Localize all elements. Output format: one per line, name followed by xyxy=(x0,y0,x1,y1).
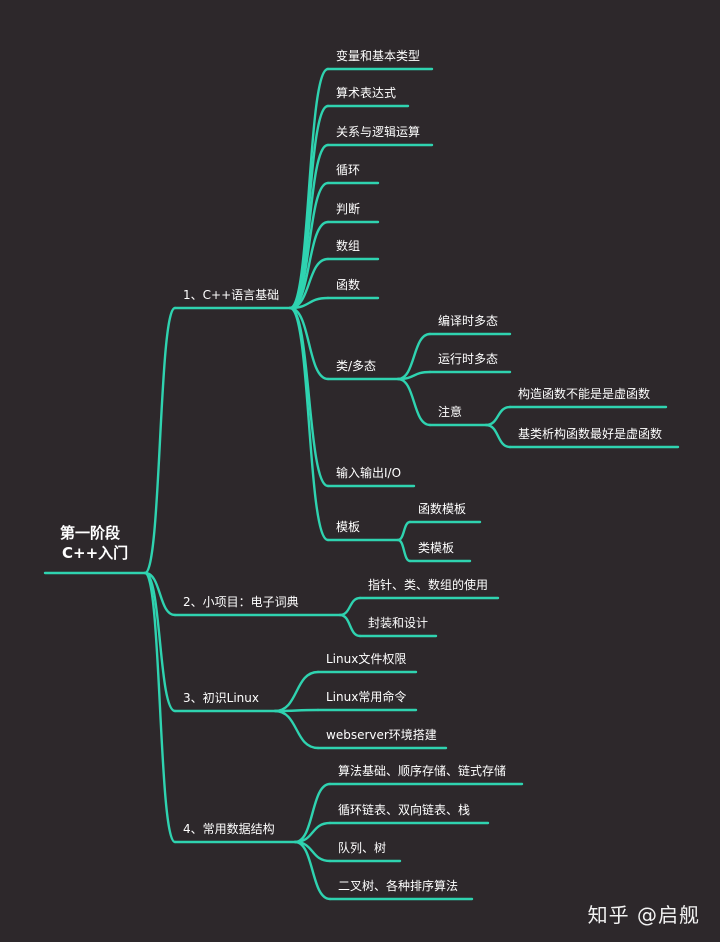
branch-1-10-connector xyxy=(288,306,330,542)
branch-2-2-label: 封装和设计 xyxy=(368,616,428,630)
watermark: 知乎 @启舰 xyxy=(587,903,700,927)
branch-1-8-label: 类/多态 xyxy=(336,359,376,373)
branch-4-2-label: 循环链表、双向链表、栈 xyxy=(338,802,470,817)
branch-1-8-3-2-connector xyxy=(484,423,512,449)
branch-2-label: 2、小项目：电子词典 xyxy=(183,595,299,609)
branch-1-3-label: 关系与逻辑运算 xyxy=(336,124,420,139)
branch-3-1-connector xyxy=(273,670,320,713)
branch-1-connector xyxy=(143,306,177,575)
branch-4-1-label: 算法基础、顺序存储、链式存储 xyxy=(338,763,506,778)
branch-4-4-label: 二叉树、各种排序算法 xyxy=(338,878,458,893)
branch-1-8-3-2-label: 基类析构函数最好是虚函数 xyxy=(518,426,662,441)
branch-4-connector xyxy=(143,571,177,844)
branch-1-8-connector xyxy=(288,306,330,381)
branch-1-5-label: 判断 xyxy=(336,201,360,216)
branch-3-3-connector xyxy=(273,709,320,750)
branch-1-10-1-connector xyxy=(396,520,412,542)
branch-2-1-label: 指针、类、数组的使用 xyxy=(368,577,488,592)
branch-1-2-connector xyxy=(288,104,330,310)
branch-1-8-3-1-label: 构造函数不能是是虚函数 xyxy=(518,386,650,401)
branch-3-label: 3、初识Linux xyxy=(183,691,259,705)
branch-4-4-connector xyxy=(293,840,332,901)
branch-1-7-connector xyxy=(288,296,330,310)
branch-1-6-label: 数组 xyxy=(336,238,360,253)
branch-2-2-connector xyxy=(338,613,362,638)
branch-1-10-2-label: 类模板 xyxy=(418,541,454,555)
branch-3-2-label: Linux常用命令 xyxy=(326,689,406,704)
branch-4-label: 4、常用数据结构 xyxy=(183,821,275,836)
branch-2-1-connector xyxy=(338,596,362,617)
branch-3-3-label: webserver环境搭建 xyxy=(326,727,437,742)
branch-1-label: 1、C++语言基础 xyxy=(183,288,279,302)
branch-1-5-connector xyxy=(288,220,330,310)
branch-1-2-label: 算术表达式 xyxy=(336,85,396,100)
branch-3-1-label: Linux文件权限 xyxy=(326,651,406,666)
branch-1-8-3-connector xyxy=(396,377,432,427)
branch-1-1-label: 变量和基本类型 xyxy=(336,48,420,63)
branch-1-4-connector xyxy=(288,181,330,310)
branch-1-8-3-label: 注意 xyxy=(438,404,462,419)
branch-1-4-label: 循环 xyxy=(336,163,360,177)
branch-4-3-label: 队列、树 xyxy=(338,840,386,855)
branch-1-8-3-1-connector xyxy=(484,405,512,427)
branch-1-8-2-label: 运行时多态 xyxy=(438,352,498,366)
branch-1-10-2-connector xyxy=(396,538,412,563)
branch-1-9-label: 输入输出I/O xyxy=(336,465,401,480)
branch-1-10-1-label: 函数模板 xyxy=(418,501,466,516)
branch-2-connector xyxy=(143,571,177,617)
mind-map-edges xyxy=(43,67,680,901)
branch-3-connector xyxy=(143,571,177,713)
branch-1-10-label: 模板 xyxy=(336,520,360,534)
branch-1-8-1-label: 编译时多态 xyxy=(438,313,498,328)
root-title-line1: 第一阶段 xyxy=(60,524,120,542)
branch-1-7-label: 函数 xyxy=(336,277,360,292)
branch-1-8-2-connector xyxy=(396,370,432,381)
mind-map-labels: 第一阶段 C++入门 1、C++语言基础变量和基本类型算术表达式关系与逻辑运算循… xyxy=(60,48,662,893)
root-title-line2: C++入门 xyxy=(62,544,128,562)
branch-1-9-connector xyxy=(288,306,330,488)
